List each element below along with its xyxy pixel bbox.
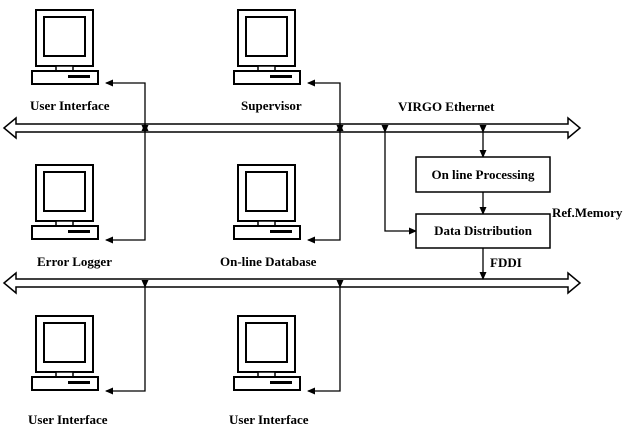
supervisor-label: Supervisor	[241, 98, 302, 113]
ethernet-label: VIRGO Ethernet	[398, 99, 495, 114]
link-ui-bottom-left	[105, 280, 149, 395]
ui-bottom-left-label: User Interface	[28, 412, 108, 427]
online-database-label: On-line Database	[220, 254, 317, 269]
online-processing-box	[415, 156, 551, 193]
link-error-logger	[105, 125, 149, 244]
ethernet-bus	[2, 116, 582, 140]
ui-top-label: User Interface	[30, 98, 110, 113]
connection-lines	[105, 79, 487, 395]
workstation-supervisor	[233, 9, 301, 85]
link-ethernet-data-distribution	[381, 125, 417, 235]
fddi-bus	[2, 271, 582, 295]
ref-memory-label: Ref.Memory	[552, 205, 623, 220]
error-logger-label: Error Logger	[37, 254, 112, 269]
ui-bottom-right-label: User Interface	[229, 412, 309, 427]
workstation-ui-bottom-left	[31, 315, 99, 391]
online-processing-label: On line Processing	[431, 167, 535, 182]
link-ui-top	[105, 79, 149, 131]
data-distribution-box	[415, 213, 551, 249]
fddi-label: FDDI	[490, 255, 522, 270]
link-ui-bottom-right	[307, 280, 344, 395]
link-online-database	[307, 125, 344, 244]
workstation-ui-top	[31, 9, 99, 85]
workstation-error-logger	[31, 164, 99, 240]
workstation-online-database	[233, 164, 301, 240]
link-supervisor	[307, 79, 344, 131]
workstation-ui-bottom-right	[233, 315, 301, 391]
data-distribution-label: Data Distribution	[434, 223, 532, 238]
